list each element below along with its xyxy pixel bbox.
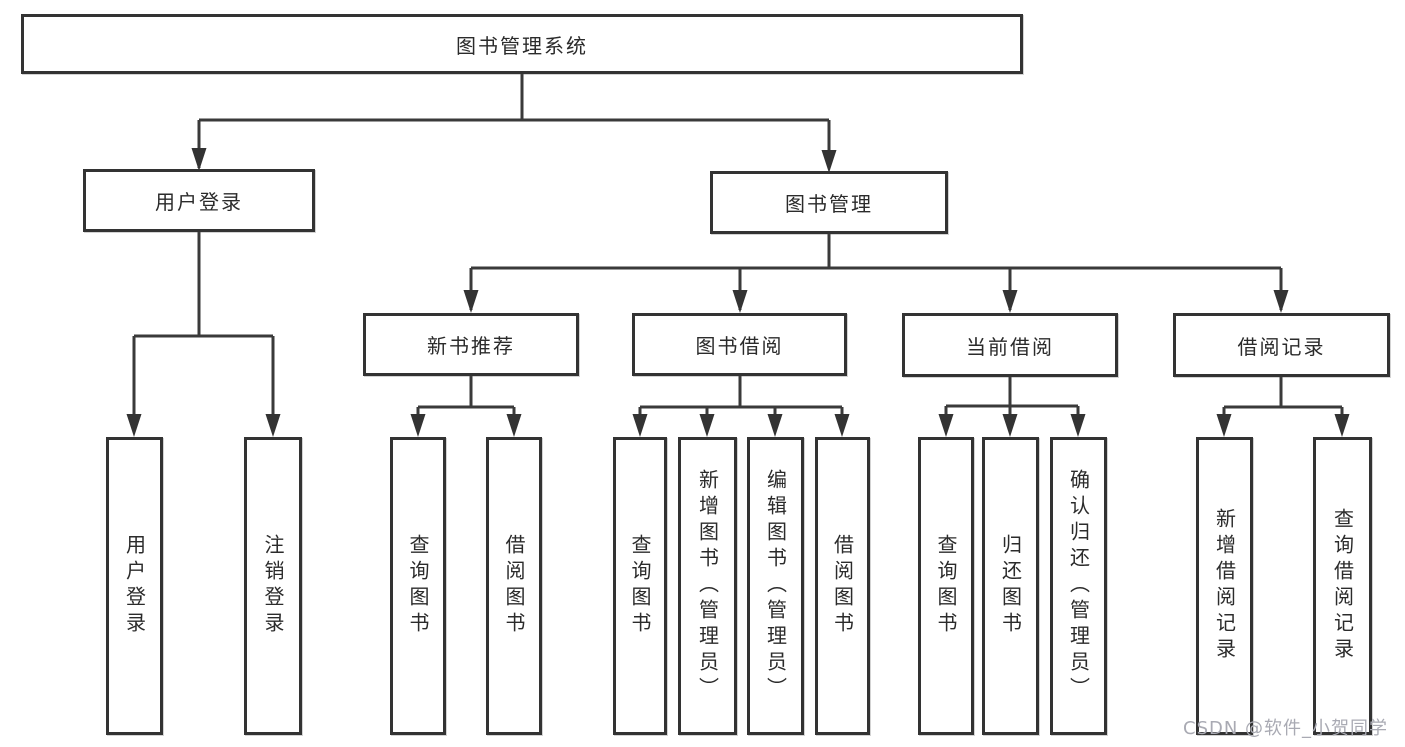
node-label: 用户登录 [122,534,147,638]
leaf-user-login: 用户登录 [106,437,163,735]
node-label: 查询借阅记录 [1330,508,1355,664]
leaf-borrow-books: 借阅图书 [815,437,870,735]
leaf-return-books: 归还图书 [982,437,1039,735]
node-borrowing-records: 借阅记录 [1173,313,1390,377]
leaf-query-books-borrow: 查询图书 [613,437,667,735]
node-label: 归还图书 [998,534,1023,638]
leaf-logout: 注销登录 [244,437,302,735]
node-label: 新增图书（管理员） [695,469,720,703]
node-label: 当前借阅 [966,334,1054,359]
leaf-add-borrow-record: 新增借阅记录 [1196,437,1253,735]
leaf-edit-books-admin: 编辑图书（管理员） [747,437,804,735]
node-label: 确认归还（管理员） [1066,469,1091,703]
node-label: 查询图书 [628,534,652,638]
node-label: 借阅记录 [1237,334,1326,359]
node-book-management: 图书管理 [710,171,948,234]
node-label: 新增借阅记录 [1212,508,1237,664]
node-book-borrowing: 图书借阅 [632,313,847,376]
node-label: 新书推荐 [427,334,515,358]
leaf-query-borrow-record: 查询借阅记录 [1313,437,1372,735]
leaf-confirm-return-admin: 确认归还（管理员） [1050,437,1107,735]
node-new-book-recommendation: 新书推荐 [363,313,579,376]
node-user-login: 用户登录 [83,169,315,232]
node-library-management-system: 图书管理系统 [21,14,1023,74]
node-label: 借阅图书 [502,534,526,638]
leaf-query-books-current: 查询图书 [918,437,974,735]
node-label: 图书借阅 [695,334,784,358]
node-label: 编辑图书（管理员） [763,469,788,703]
leaf-query-books-recommend: 查询图书 [390,437,446,735]
node-label: 图书管理 [785,192,873,216]
node-label: 注销登录 [261,534,285,638]
node-label: 查询图书 [406,534,430,638]
node-label: 查询图书 [934,534,958,638]
node-current-borrowing: 当前借阅 [902,313,1118,377]
leaf-add-books-admin: 新增图书（管理员） [678,437,737,735]
csdn-watermark: CSDN @软件_小贺同学 [1183,718,1389,739]
node-label: 用户登录 [155,190,243,214]
node-label: 图书管理系统 [456,33,588,58]
leaf-borrow-books-recommend: 借阅图书 [486,437,542,735]
node-label: 借阅图书 [830,534,855,638]
